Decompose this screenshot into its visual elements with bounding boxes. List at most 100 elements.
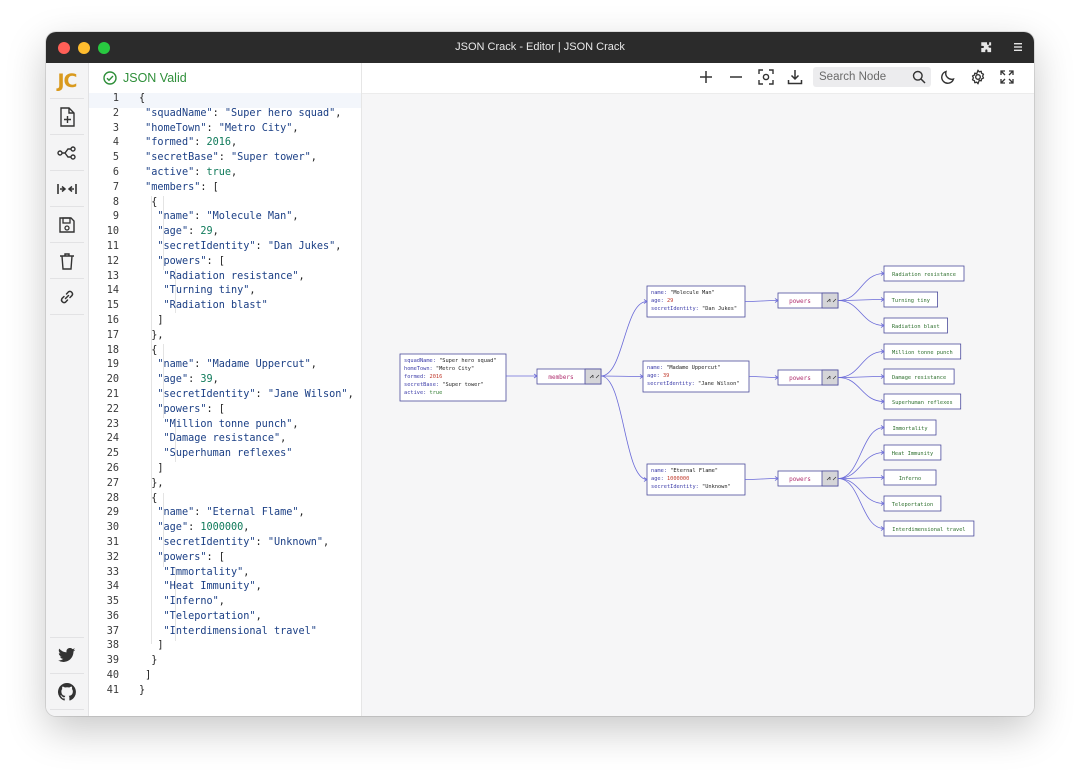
code-line: "Million tonne punch", [163,418,299,430]
object-node: squadName: "Super hero squad"homeTown: "… [399,353,507,402]
settings-icon[interactable] [970,69,986,90]
twitter-icon[interactable] [46,638,88,673]
code-line: "Superhuman reflexes" [163,448,293,460]
window-title: JSON Crack - Editor | JSON Crack [455,41,625,53]
power-node: Immortality [883,419,937,436]
code-line: "powers": [ [157,551,225,563]
app-logo[interactable]: JC [57,69,77,92]
node-field: active: true [404,390,442,396]
expand-icon [826,375,837,380]
code-line: "secretIdentity": "Dan Jukes", [157,240,342,252]
graph-edge [600,301,648,377]
line-number: 11 [106,240,119,252]
code-line: } [139,655,158,667]
search-icon[interactable] [912,70,926,89]
code-line: "powers": [ [157,403,225,415]
code-line: ] [139,314,164,326]
array-node-label: powers [789,298,811,305]
power-node: Turning tiny [883,291,938,308]
line-number: 7 [112,181,119,193]
object-node: name: "Eternal Flame"age: 1000000secretI… [646,463,746,496]
expand-icon [826,476,837,481]
edge-arrow [774,298,779,303]
line-number: 29 [106,507,119,519]
extensions-icon[interactable] [978,39,994,55]
line-number: 30 [106,522,119,534]
code-line: ] [139,462,164,474]
edge-arrow [774,476,779,481]
share-icon[interactable] [46,135,88,170]
node-field: age: 29 [651,298,673,304]
edge-arrow [880,526,885,531]
delete-icon[interactable] [46,243,88,278]
object-node-box [642,360,750,393]
edge-arrow [639,374,644,379]
maximize-window-button[interactable] [98,42,110,54]
power-node-label: Inferno [899,476,921,482]
power-node-label: Radiation blast [892,324,940,330]
edge-arrow [880,399,885,404]
powers-node: powers [777,470,839,487]
code-line: { [139,492,158,504]
line-number: 19 [106,359,119,371]
edge-arrow [774,375,779,380]
line-number: 4 [112,137,119,149]
code-line: } [139,684,146,696]
power-node-label: Turning tiny [892,298,930,304]
code-line: "homeTown": "Metro City", [145,122,299,134]
code-line: "name": "Madame Uppercut", [157,359,317,371]
line-number: 13 [106,270,119,282]
graph-svg[interactable]: squadName: "Super hero squad"homeTown: "… [362,94,1034,716]
line-number: 34 [106,581,119,593]
center-view-icon[interactable] [758,69,774,90]
search-node-input[interactable] [819,69,911,85]
powers-node: powers [777,369,839,386]
object-node: name: "Molecule Man"age: 29secretIdentit… [646,285,746,318]
edge-arrow [880,271,885,276]
graph-edge [600,375,648,480]
zoom-out-icon[interactable] [728,69,744,90]
graph-edge [748,376,779,378]
graph-edge [837,427,885,479]
line-number: 3 [112,122,119,134]
github-icon[interactable] [46,674,88,709]
power-node: Teleportation [883,495,942,512]
object-node: name: "Madame Uppercut"age: 39secretIden… [642,360,750,393]
line-number: 38 [106,640,119,652]
fullscreen-icon[interactable] [999,69,1015,90]
close-window-button[interactable] [58,42,70,54]
node-field: formed: 2016 [404,374,442,380]
edge-arrow [533,373,538,379]
code-line: "powers": [ [157,255,225,267]
code-editor[interactable]: JSON Valid [89,63,362,716]
code-line: "Radiation resistance", [163,270,305,282]
line-number: 24 [106,433,119,445]
node-field: secretIdentity: "Unknown" [651,484,731,490]
zoom-in-icon[interactable] [698,69,714,90]
array-node-label: powers [789,375,811,382]
node-field: name: "Madame Uppercut" [647,365,720,371]
link-icon[interactable] [46,279,88,314]
minimize-window-button[interactable] [78,42,90,54]
search-box[interactable] [813,67,931,87]
power-node: Radiation resistance [883,265,965,282]
json-code[interactable]: { "squadName": "Super hero squad", "home… [139,92,354,699]
heart-icon[interactable] [46,710,88,716]
new-file-icon[interactable] [46,99,88,134]
code-line: "secretIdentity": "Unknown", [157,536,330,548]
graph-canvas[interactable]: squadName: "Super hero squad"homeTown: "… [362,94,1034,716]
save-icon[interactable] [46,207,88,242]
code-line: "age": 29, [157,226,219,238]
download-icon[interactable] [787,69,803,90]
power-node: Heat Immunity [883,444,942,461]
code-line: "name": "Molecule Man", [157,211,299,223]
dark-mode-icon[interactable] [940,69,956,90]
collapse-icon[interactable] [46,171,88,206]
line-number: 32 [106,551,119,563]
code-line: "secretIdentity": "Jane Wilson", [157,388,354,400]
menu-icon[interactable] [1010,39,1026,55]
line-number: 35 [106,596,119,608]
graph-edge [837,452,885,479]
